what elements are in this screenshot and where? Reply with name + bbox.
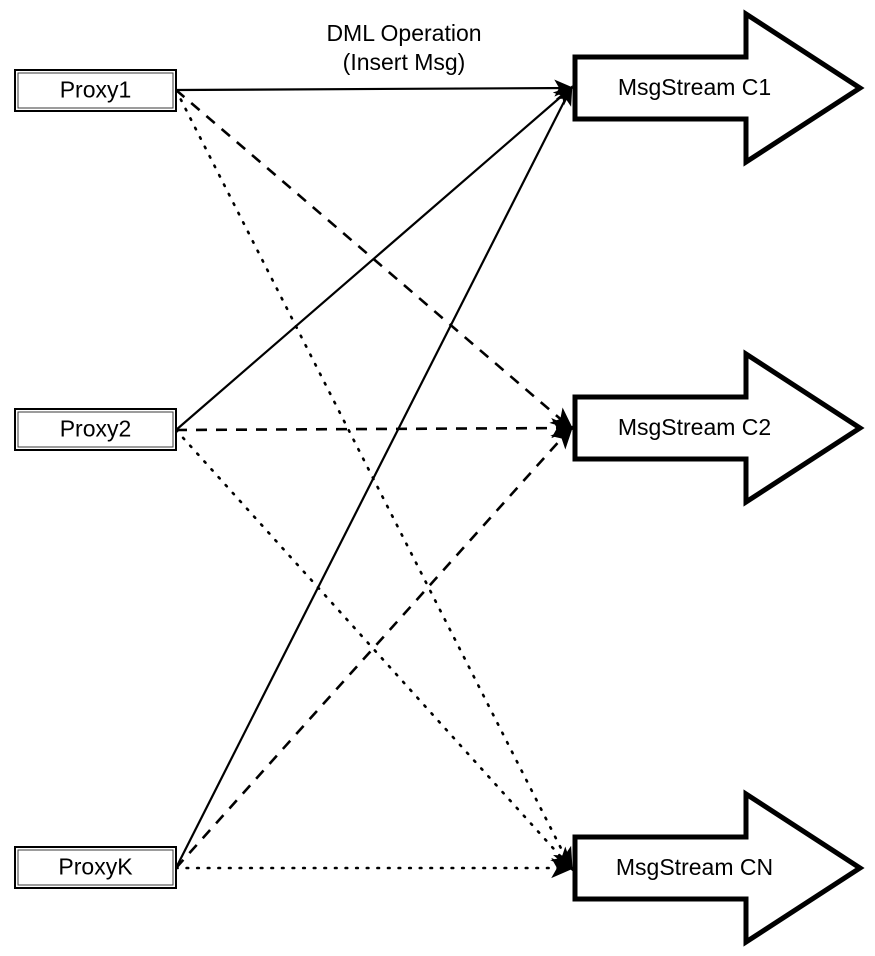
edge-proxy1-c2 (175, 89, 574, 431)
edge-proxyK-c1 (175, 85, 573, 869)
msgstream-arrow-shape-c2 (572, 349, 865, 507)
msgstream-node-c2[interactable]: MsgStream C2 (572, 349, 865, 507)
edge-annotation-dml-operation: DML Operation (Insert Msg) (326, 20, 481, 75)
msgstream-label-c2: MsgStream C2 (618, 414, 771, 440)
edge-proxy2-c2 (175, 417, 575, 439)
edge-annotation-line1: DML Operation (326, 20, 481, 46)
edges-layer (174, 79, 575, 879)
proxy-box-inner-proxy1 (17, 72, 174, 109)
edge-proxyK-c2 (175, 425, 574, 869)
edge-annotation-line2: (Insert Msg) (343, 49, 466, 75)
proxy-box-inner-proxyK (17, 849, 174, 886)
proxy-label-proxyK: ProxyK (58, 854, 133, 880)
streams-layer: MsgStream C1 MsgStream C2 MsgStream CN (572, 9, 865, 947)
msgstream-arrow-shape-cn (572, 789, 865, 947)
edge-proxy2-c1 (175, 85, 574, 431)
proxy-node-proxy2[interactable]: Proxy2 (14, 408, 177, 451)
proxy-box-inner-proxy2 (17, 411, 174, 448)
proxy-label-proxy1: Proxy1 (60, 77, 132, 103)
proxy-box-proxy2 (14, 408, 177, 451)
proxy-box-proxy1 (14, 69, 177, 112)
msgstream-label-c1: MsgStream C1 (618, 74, 771, 100)
proxy-node-proxy1[interactable]: Proxy1 (14, 69, 177, 112)
msgstream-node-cn[interactable]: MsgStream CN (572, 789, 865, 947)
proxy-label-proxy2: Proxy2 (60, 416, 132, 442)
proxy-box-proxyK (14, 846, 177, 889)
msgstream-label-cn: MsgStream CN (616, 854, 773, 880)
proxy-node-proxyK[interactable]: ProxyK (14, 846, 177, 889)
msgstream-node-c1[interactable]: MsgStream C1 (572, 9, 865, 167)
msgstream-arrow-shape-c1 (572, 9, 865, 167)
edge-proxy1-c1 (175, 79, 575, 97)
